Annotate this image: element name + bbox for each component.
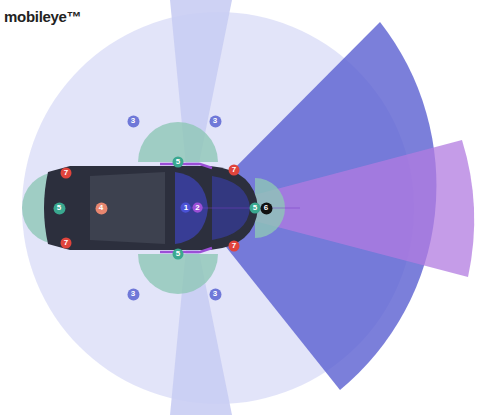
callout-label: 7 (60, 167, 72, 179)
upper-mirror-line (160, 164, 212, 168)
callout-disc (229, 165, 240, 176)
callout-number: 5 (249, 202, 261, 214)
callout-number: 7 (228, 240, 240, 252)
car-roof (90, 172, 165, 244)
callout-number: 5 (172, 248, 184, 260)
callout-number: 6 (260, 202, 273, 215)
side-lower-zone (138, 254, 218, 294)
callout-label: 2 (192, 202, 203, 213)
callout-disc (192, 203, 202, 213)
callout-label: 3 (209, 288, 222, 301)
callout-label: 5 (53, 202, 66, 215)
callout-label: 7 (228, 164, 240, 176)
callout-disc (61, 168, 72, 179)
callout-disc (173, 249, 184, 260)
callout-label: 1 (180, 202, 191, 213)
callout-number: 3 (127, 288, 140, 301)
callout-label: 5 (249, 202, 261, 214)
callout-label: 4 (95, 202, 108, 215)
callout-label: 6 (260, 202, 273, 215)
callout-disc (95, 202, 107, 214)
callout-number: 7 (60, 167, 72, 179)
callout-disc (209, 115, 221, 127)
callout-disc (181, 203, 191, 213)
callout-label: 5 (172, 248, 184, 260)
side-upper-zone (138, 122, 218, 162)
axis-line (190, 208, 300, 209)
callout-label: 7 (60, 237, 72, 249)
callout-disc (173, 157, 184, 168)
callout-number: 3 (209, 115, 222, 128)
callout-number: 1 (180, 202, 191, 213)
callout-label: 7 (228, 240, 240, 252)
callout-label: 3 (127, 288, 140, 301)
callout-number: 2 (192, 202, 203, 213)
callout-disc (53, 202, 65, 214)
callout-label: 3 (209, 115, 222, 128)
callout-disc (250, 203, 261, 214)
lower-mirror-line (160, 248, 212, 252)
callout-number: 4 (95, 202, 108, 215)
callout-disc (127, 288, 139, 300)
callout-number: 7 (60, 237, 72, 249)
callout-label: 3 (127, 115, 140, 128)
callout-number: 5 (53, 202, 66, 215)
callout-disc (209, 288, 221, 300)
callout-number: 3 (209, 288, 222, 301)
callout-number: 5 (172, 156, 184, 168)
brand-logo: mobileye™ (4, 8, 81, 25)
callout-disc (61, 238, 72, 249)
callout-disc (260, 202, 272, 214)
callout-disc (229, 241, 240, 252)
callout-disc (127, 115, 139, 127)
callout-label: 5 (172, 156, 184, 168)
callout-number: 7 (228, 164, 240, 176)
callout-number: 3 (127, 115, 140, 128)
